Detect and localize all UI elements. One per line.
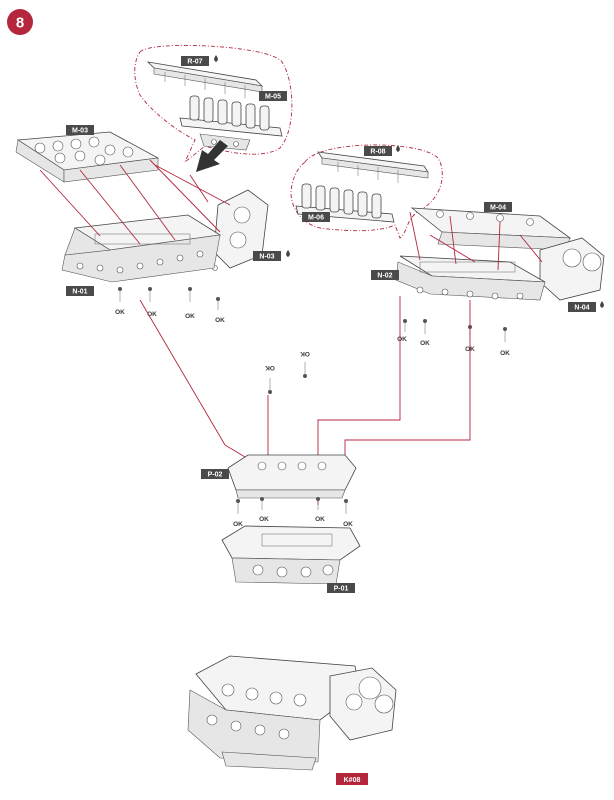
part-n01-head <box>61 214 222 283</box>
part-r08-rail <box>317 151 429 183</box>
svg-text:P-02: P-02 <box>208 472 223 479</box>
screw-group-p02: OK OK OK OK <box>233 497 353 528</box>
label-p02: P-02 <box>201 469 229 479</box>
screw-group-left: OK OK OK OK <box>115 287 225 324</box>
callout-bubble-r07 <box>134 44 293 163</box>
label-m03: M-03 <box>66 125 94 135</box>
part-m04-cover <box>410 207 572 251</box>
arrow-down-icon <box>196 140 228 172</box>
part-m03-cover <box>15 131 160 183</box>
svg-text:P-01: P-01 <box>334 586 349 593</box>
callout-bubble-r08 <box>290 144 443 239</box>
ok-mark: OK <box>265 364 275 371</box>
label-n04: N-04 <box>568 301 604 312</box>
svg-text:R-08: R-08 <box>370 149 385 156</box>
part-m05-injectors <box>179 95 283 151</box>
label-final: K#08 <box>336 773 368 785</box>
svg-text:R-07: R-07 <box>187 59 202 66</box>
label-r08: R-08 <box>364 145 400 156</box>
part-p02-plate <box>227 454 357 499</box>
label-r07: R-07 <box>181 55 218 66</box>
drop-icon <box>600 301 604 308</box>
svg-text:N-01: N-01 <box>72 289 87 296</box>
label-p01: P-01 <box>327 583 355 593</box>
drop-icon <box>214 55 218 62</box>
connector-lines-left <box>39 159 251 461</box>
label-m04: M-04 <box>484 202 512 212</box>
step-number: 8 <box>16 15 24 32</box>
svg-text:M-05: M-05 <box>265 94 281 101</box>
ok-mark: OK <box>420 340 430 347</box>
step-badge: 8 <box>7 9 33 35</box>
label-n02: N-02 <box>371 270 399 280</box>
ok-mark: OK <box>185 313 195 320</box>
ok-mark: OK <box>397 336 407 343</box>
svg-text:M-03: M-03 <box>72 128 88 135</box>
ok-mark: OK <box>215 317 225 324</box>
ok-mark: OK <box>115 309 125 316</box>
svg-text:N-03: N-03 <box>259 254 274 261</box>
label-m06: M-06 <box>302 212 330 222</box>
svg-text:K#08: K#08 <box>344 777 361 784</box>
ok-mark: OK <box>259 516 269 523</box>
ok-mark: OK <box>147 311 157 318</box>
label-m05: M-05 <box>259 91 287 101</box>
part-n02-head <box>395 255 546 301</box>
ok-mark: OK <box>500 350 510 357</box>
ok-mark: OK <box>233 521 243 528</box>
label-n01: N-01 <box>66 286 94 296</box>
svg-text:N-04: N-04 <box>574 305 589 312</box>
drop-icon <box>396 145 400 152</box>
ok-mark: OK <box>315 516 325 523</box>
part-n04-cover <box>537 237 605 301</box>
label-n03: N-03 <box>253 250 290 261</box>
part-p01-block <box>221 525 361 585</box>
part-n03-cover <box>212 189 269 271</box>
ok-mark: OK <box>343 521 353 528</box>
screw-group-center: OK OK <box>265 350 310 394</box>
final-engine-assembly <box>187 655 397 771</box>
svg-text:M-04: M-04 <box>490 205 506 212</box>
svg-text:M-06: M-06 <box>308 215 324 222</box>
part-r07-rail <box>146 61 264 98</box>
screw-group-right: OK OK OK OK <box>397 319 510 357</box>
svg-text:N-02: N-02 <box>377 273 392 280</box>
part-m06-injectors <box>295 183 395 223</box>
ok-mark: OK <box>300 350 310 357</box>
drop-icon <box>286 250 290 257</box>
